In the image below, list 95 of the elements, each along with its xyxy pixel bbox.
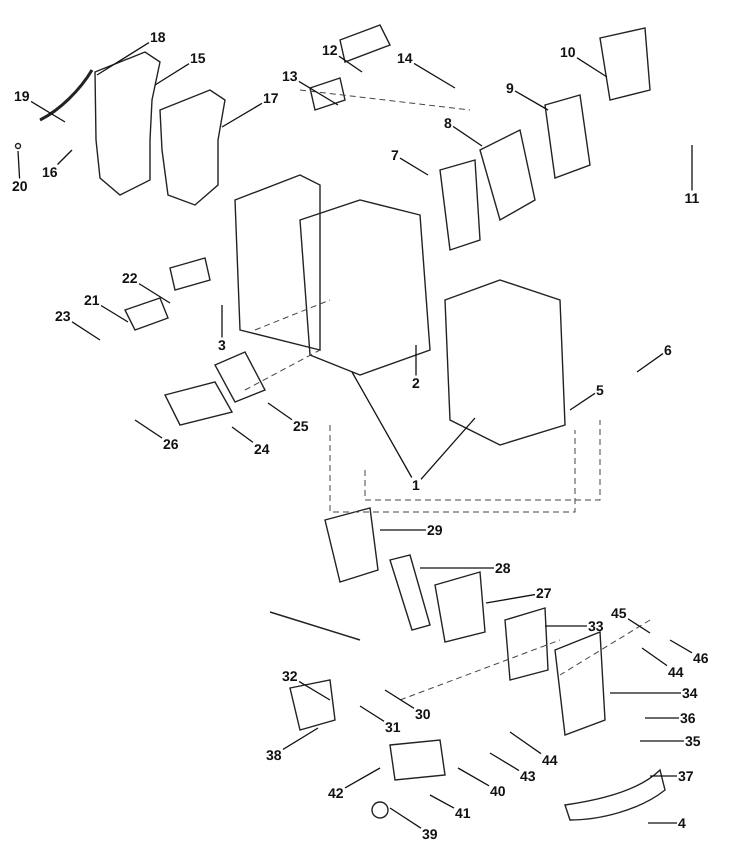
callout-number: 37 (678, 768, 694, 784)
callout-number: 31 (385, 720, 401, 734)
leader-line (414, 62, 456, 89)
leader-line (72, 321, 100, 341)
callout-number: 14 (397, 50, 413, 66)
leader-line (30, 100, 66, 123)
leader-line (96, 42, 150, 76)
callout-number: 43 (520, 768, 536, 784)
callout-number: 17 (263, 90, 279, 106)
leader-line (514, 90, 548, 111)
leader-line (400, 157, 428, 176)
callout-number: 41 (455, 806, 471, 820)
callout-number: 23 (55, 308, 71, 324)
leader-line (338, 56, 362, 73)
callout-number: 2 (412, 376, 420, 390)
callout-number: 39 (422, 826, 438, 842)
callout-number: 36 (680, 710, 696, 726)
leader-line (222, 102, 262, 128)
callout-number: 42 (328, 786, 344, 800)
leader-line (648, 822, 677, 824)
leader-line (351, 372, 412, 478)
leader-line (100, 304, 128, 323)
leader-line (576, 57, 608, 78)
callout-number: 35 (685, 734, 701, 748)
leader-line (636, 353, 664, 373)
callout-number: 10 (560, 44, 576, 60)
callout-number: 38 (266, 748, 282, 762)
callout-number: 4 (678, 816, 686, 830)
leader-line (138, 283, 170, 304)
callout-number: 45 (611, 606, 627, 620)
callout-number: 24 (254, 442, 270, 456)
callout-number: 40 (490, 784, 506, 798)
callout-number: 30 (415, 706, 431, 722)
callout-number: 32 (282, 668, 298, 684)
leader-line (430, 794, 454, 809)
callout-number: 33 (588, 618, 604, 634)
leader-line (268, 402, 292, 420)
leader-line (344, 767, 380, 788)
callout-number: 9 (506, 80, 514, 96)
leader-line (298, 680, 330, 701)
leader-line (298, 80, 338, 106)
callout-number: 8 (444, 116, 452, 130)
callout-number: 44 (668, 664, 684, 680)
leader-line (610, 692, 681, 694)
leader-line (452, 126, 482, 147)
leader-line (670, 639, 692, 654)
callout-number: 44 (542, 752, 558, 768)
callout-number: 20 (12, 178, 28, 194)
callout-number: 26 (163, 436, 179, 452)
callout-number: 1 (412, 478, 420, 492)
callout-number: 7 (391, 148, 399, 162)
callout-number: 34 (682, 686, 698, 700)
leader-line (645, 717, 679, 719)
leader-line (384, 689, 414, 709)
leader-line (415, 345, 417, 376)
leader-line (642, 647, 668, 666)
leader-line (640, 740, 684, 742)
callout-number: 13 (282, 68, 298, 84)
leader-line (420, 418, 476, 480)
callout-number: 22 (122, 270, 138, 286)
callout-number: 29 (427, 522, 443, 538)
callout-number: 16 (42, 164, 58, 180)
leader-line (545, 625, 587, 627)
leader-line (57, 150, 72, 165)
callout-number: 6 (664, 342, 672, 358)
leader-line (570, 392, 596, 411)
callout-number: 15 (190, 50, 206, 66)
leader-line (691, 145, 693, 190)
leader-line (390, 807, 422, 829)
callout-number: 3 (218, 338, 226, 352)
callout-number: 19 (14, 88, 30, 104)
callout-number: 28 (495, 560, 511, 576)
callout-number: 25 (293, 418, 309, 434)
leader-line (232, 426, 254, 443)
leader-line (628, 618, 650, 634)
leader-line (154, 63, 190, 86)
callout-number: 12 (322, 42, 338, 58)
callout-number: 21 (84, 292, 100, 308)
leader-line (380, 529, 426, 531)
callout-number: 11 (684, 190, 700, 206)
leader-line (17, 150, 20, 179)
leader-line (650, 775, 677, 777)
callout-number: 46 (693, 650, 709, 666)
leader-line (420, 567, 494, 569)
leader-line (134, 419, 162, 439)
leader-line (458, 767, 490, 786)
leader-line (360, 705, 384, 722)
leader-line (510, 731, 542, 754)
callout-number: 5 (596, 382, 604, 398)
leader-line (221, 305, 223, 338)
callout-number: 18 (150, 30, 166, 44)
callout-number: 27 (536, 586, 552, 600)
leader-line (486, 594, 536, 604)
leader-line (282, 727, 318, 750)
leader-line (490, 752, 520, 772)
